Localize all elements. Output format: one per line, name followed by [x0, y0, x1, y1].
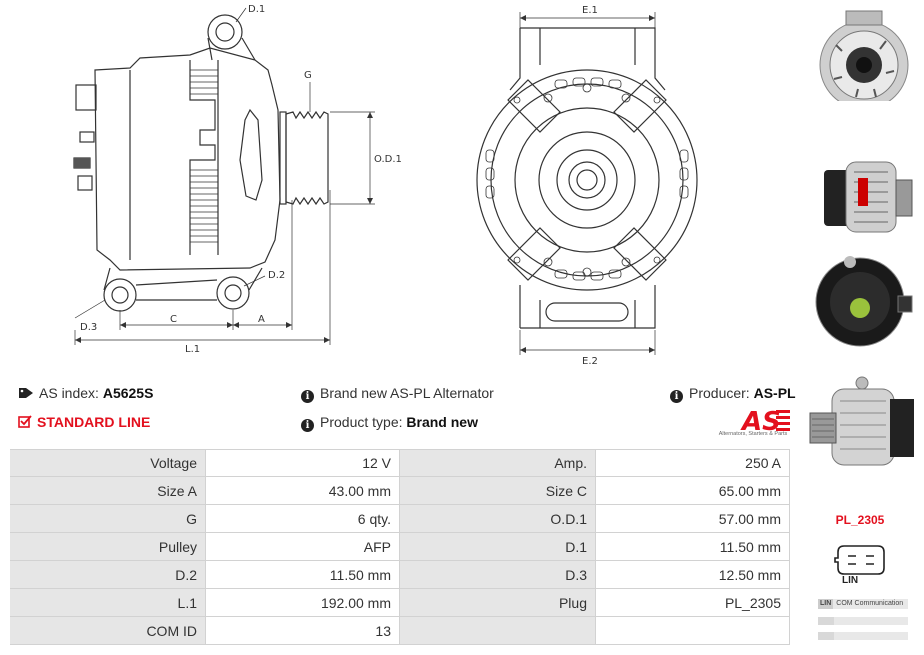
spec-value: 11.50 mm	[205, 561, 400, 589]
standard-line-text: STANDARD LINE	[37, 414, 151, 430]
product-type: i Product type: Brand new	[301, 414, 478, 432]
producer-label: Producer:	[689, 385, 750, 401]
info-circle-icon: i	[301, 419, 314, 432]
as-index-value: A5625S	[102, 385, 154, 401]
com-text: COM Communication	[836, 600, 904, 607]
spec-value: 57.00 mm	[595, 505, 790, 533]
info-circle-icon: i	[301, 390, 314, 403]
label-d3: D.3	[80, 322, 97, 333]
label-e2: E.2	[582, 356, 598, 367]
product-type-label: Product type:	[320, 414, 403, 430]
tag-icon	[18, 386, 34, 402]
spec-value: 43.00 mm	[205, 477, 400, 505]
label-a: A	[258, 314, 265, 325]
producer-value: AS-PL	[753, 385, 796, 401]
side-view-drawing: D.1 G O.D.1 D.2 D.3 C A L.1	[73, 4, 698, 367]
info-circle-icon: i	[670, 390, 683, 403]
spec-value	[595, 617, 790, 645]
producer: i Producer: AS-PL	[670, 385, 796, 403]
spec-label: L.1	[10, 589, 205, 617]
check-square-icon	[18, 415, 32, 431]
empty-row-2	[818, 632, 908, 640]
spec-label: G	[10, 505, 205, 533]
spec-label: Size C	[400, 477, 595, 505]
spec-value: PL_2305	[595, 589, 790, 617]
brand-new-info: i Brand new AS-PL Alternator	[301, 385, 494, 403]
spec-value: 250 A	[595, 449, 790, 477]
label-d2: D.2	[268, 270, 285, 281]
spec-label: O.D.1	[400, 505, 595, 533]
spec-label: Plug	[400, 589, 595, 617]
spec-value: 12 V	[205, 449, 400, 477]
spec-value: AFP	[205, 533, 400, 561]
spec-label: D.2	[10, 561, 205, 589]
spec-label: Pulley	[10, 533, 205, 561]
spec-value: 13	[205, 617, 400, 645]
logo-tagline: Alternators, Starters & Parts	[718, 431, 788, 437]
spec-value: 6 qty.	[205, 505, 400, 533]
product-type-value: Brand new	[406, 414, 478, 430]
label-e1: E.1	[582, 5, 598, 16]
as-index-label: AS index:	[39, 385, 99, 401]
empty-row-1	[818, 617, 908, 625]
spec-label: COM ID	[10, 617, 205, 645]
spec-label: Size A	[10, 477, 205, 505]
spec-label: Voltage	[10, 449, 205, 477]
label-g: G	[304, 70, 312, 81]
product-photo-front[interactable]	[806, 5, 918, 110]
label-c: C	[170, 314, 177, 325]
label-od1: O.D.1	[374, 154, 402, 165]
spec-label: Amp.	[400, 449, 595, 477]
plug-connector-icon	[834, 545, 885, 575]
spec-value: 65.00 mm	[595, 477, 790, 505]
brand-new-text: Brand new AS-PL Alternator	[320, 385, 494, 401]
spec-label	[400, 617, 595, 645]
label-l1: L.1	[185, 344, 200, 355]
label-d1: D.1	[248, 4, 265, 15]
product-photo-side[interactable]	[806, 148, 918, 244]
plug-code: PL_2305	[835, 513, 885, 527]
as-index: AS index: A5625S	[18, 385, 153, 402]
plug-type: LIN	[842, 575, 859, 586]
logo-text: AS	[740, 407, 781, 437]
as-pl-logo: AS	[740, 407, 790, 437]
spec-value: 11.50 mm	[595, 533, 790, 561]
spec-label: D.3	[400, 561, 595, 589]
product-photo-pulley[interactable]	[806, 375, 918, 471]
spec-value: 12.50 mm	[595, 561, 790, 589]
product-thumbnails	[802, 0, 924, 655]
product-photo-rear[interactable]	[806, 252, 918, 348]
standard-line: STANDARD LINE	[18, 414, 150, 431]
spec-value: 192.00 mm	[205, 589, 400, 617]
technical-drawings: D.1 G O.D.1 D.2 D.3 C A L.1	[0, 0, 800, 375]
spec-label: D.1	[400, 533, 595, 561]
com-tag: LIN	[818, 599, 834, 609]
